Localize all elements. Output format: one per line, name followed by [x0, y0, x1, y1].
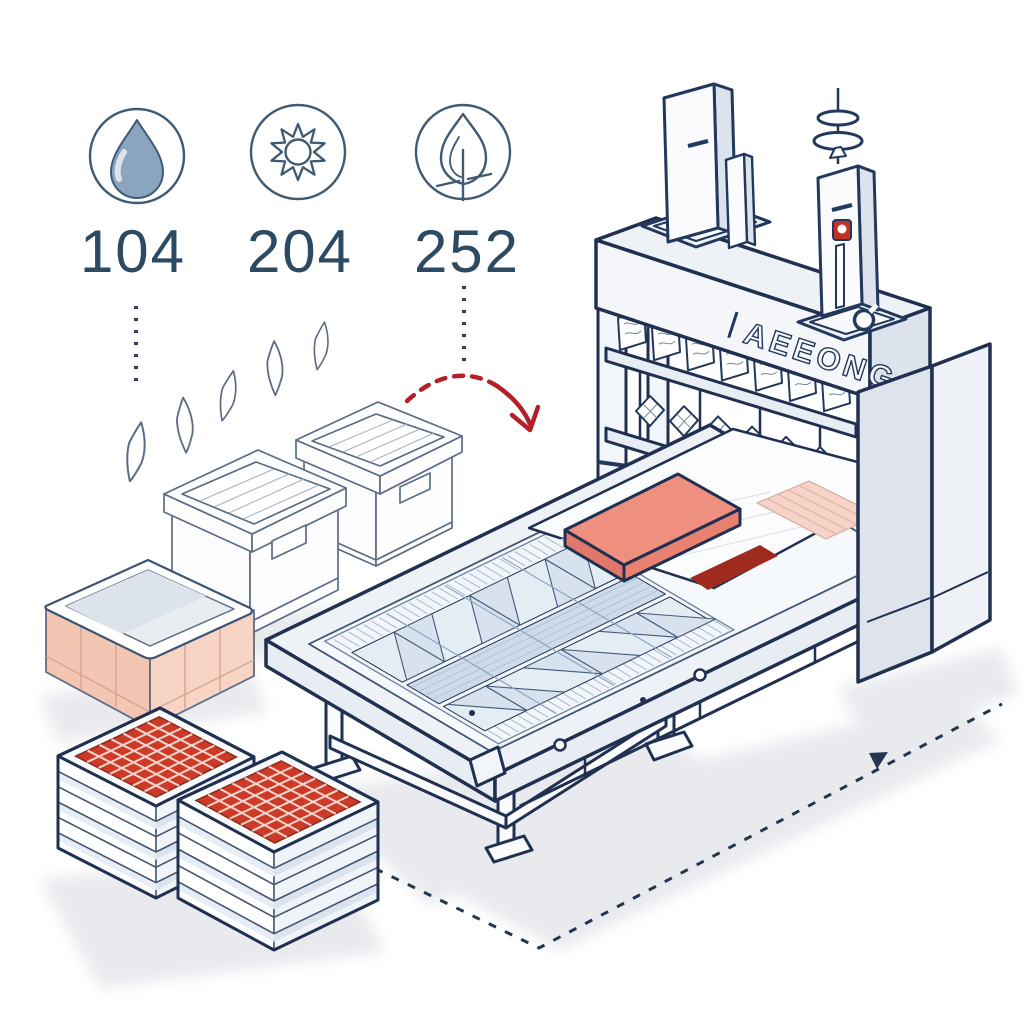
- sun-icon: [249, 103, 347, 201]
- right-tower: [796, 88, 908, 342]
- process-arrow: [404, 373, 541, 433]
- box-handle-slot: [399, 472, 431, 504]
- box-handle-slot: [271, 524, 307, 560]
- rack-shelf-upper: [604, 346, 858, 439]
- stat-value-flame: 252: [414, 218, 520, 285]
- stat-value-water: 104: [80, 218, 186, 285]
- caster-wheel: [553, 738, 567, 752]
- pink-belt-stripes: [767, 484, 868, 535]
- table-end-cap: [468, 745, 507, 788]
- stat-icons: [88, 103, 512, 205]
- pink-tub: [44, 558, 255, 729]
- machine-towers: [640, 82, 908, 342]
- left-tower: [640, 82, 772, 250]
- stat-value-sun: 204: [247, 218, 353, 285]
- falling-flakes: [126, 321, 329, 483]
- floor-path: [342, 702, 1003, 950]
- machine-pillar: [856, 342, 992, 684]
- red-slab: [563, 472, 742, 583]
- hook-curl: [852, 308, 876, 332]
- mesh-belt: [323, 526, 735, 745]
- tray-stack-front: [176, 750, 380, 952]
- caster-wheel: [693, 668, 707, 682]
- antenna-ring: [816, 109, 860, 127]
- flame-icon: [414, 103, 512, 202]
- dotted-guides: [134, 286, 466, 388]
- dark-red-strip: [690, 545, 778, 590]
- droplet-icon: [88, 107, 186, 205]
